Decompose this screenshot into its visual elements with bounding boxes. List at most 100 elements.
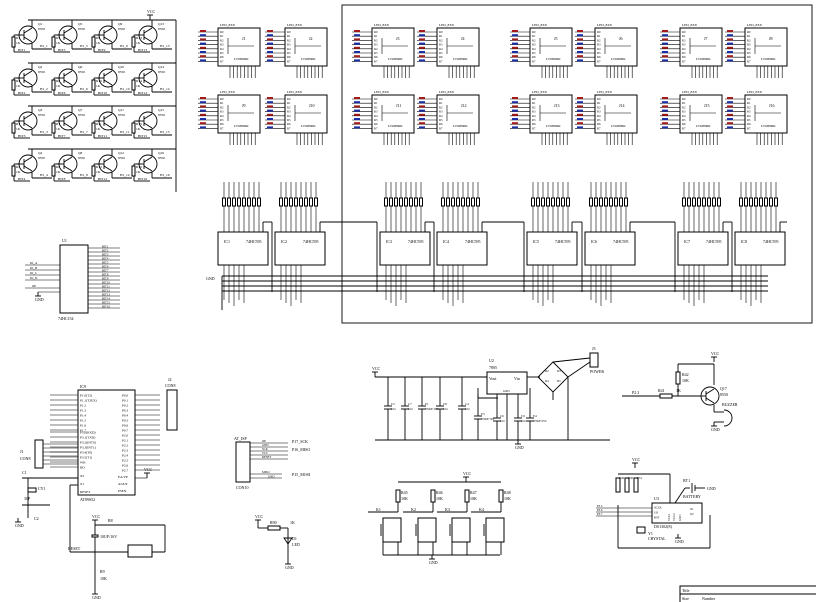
component-body [615,477,621,493]
mcu-right-pin: P2.2 [122,444,128,448]
module-header: LED_8X8 [439,23,454,27]
pin-net-label [354,113,360,116]
component-body [541,197,545,207]
component-body [371,94,415,134]
resistor-ref: R6 [56,79,60,83]
led-res-val: 1K [290,520,295,525]
gnd-symbol-label: GND [285,565,294,570]
resistor-value: 1K [136,84,141,88]
wire [63,122,73,129]
component-body [51,165,56,177]
row-net-label: H1_5 [80,44,88,48]
chip-part: 74HC595 [706,239,722,244]
pin-net-label [662,122,668,125]
isp-signal: SCK [262,447,269,451]
row-net-label: H1_7 [80,130,88,134]
component-body [744,27,788,67]
chip-ref: IC4 [443,239,449,244]
resistor-ref: R1 [16,36,20,40]
module-pin: R4 [439,114,443,118]
component-body [461,197,465,207]
rtc-net: P3.6 [597,508,603,512]
component-body [252,197,256,207]
pin-net-label [354,30,360,32]
component-body [267,525,281,531]
module-pin: R2 [532,38,536,42]
mcu-right-pin: P2.1 [122,439,128,443]
transistor-type: 8550 [118,156,125,160]
mcu-misc-pin: X2 [80,474,84,478]
led-icon [283,537,293,545]
isp-signal: OE [262,439,266,443]
component-body [11,79,16,91]
size-label: Size [682,596,689,601]
component-body [237,197,241,207]
pin-net-label [200,101,206,104]
module-header: LED_8X8 [532,90,547,94]
transistor-type: 8550 [118,27,125,31]
resistor-ref: R2 [16,79,20,83]
cap-value: 470uF/25V [533,419,548,423]
pin-net-label [662,97,668,99]
module-ref: J9 [242,103,246,108]
module-part: LTO88RR [388,57,403,61]
module-pin: R3 [682,43,686,47]
component-body [594,27,638,67]
module-pin: R6 [220,122,224,126]
cap-value: 470uF/16V [425,407,440,411]
rtc-ref: U3 [654,496,659,501]
pin-net-label [267,46,273,49]
module-pin: R3 [682,110,686,114]
pin-net-label [662,30,668,32]
decoder-output: BIT10 [102,281,110,285]
module-pin: R1 [374,34,378,38]
rtc-net: P3.5 [597,504,603,508]
resistor-ref: R3 [16,122,20,126]
module-pin: R2 [747,105,751,109]
chip-part: 74HC595 [246,239,262,244]
row-net-label: H1_4 [40,173,48,177]
row-net-label: H1_15 [160,130,170,134]
component-body [314,197,318,207]
diode-ref: D3 [557,369,561,373]
component-body [279,197,283,207]
component-body [257,197,261,207]
reset-cap: 10UF/16V [100,534,117,539]
component-body [91,165,96,177]
module-pin: R7 [682,59,686,63]
component-body [384,197,388,207]
component-body [166,389,178,431]
module-pin: R0 [287,97,291,101]
bit-net-label: BIT7 [58,134,66,138]
component-body [284,27,328,67]
component-body [744,197,748,207]
rtc-res: R49 [619,476,625,480]
pin-net-label [512,105,518,108]
module-header: LED_8X8 [747,23,762,27]
wire [705,397,715,404]
pin-net-label [512,46,518,49]
row-net-label: H1_13 [160,44,170,48]
decoder-output: BIT3 [102,253,109,257]
transistor-type: 8550 [78,156,85,160]
wire [23,70,33,77]
gnd-net-label: GND [206,276,215,281]
mcu-left-pin: P3.4(T0) [80,451,92,455]
decoder-output: BIT6 [102,265,109,269]
module-pin: R3 [374,43,378,47]
pin-net-label [419,30,425,32]
j2-ref: J2 [168,377,172,382]
reg-pin: Vout [489,376,497,381]
resistor-ref: R8 [56,165,60,169]
mcu-right-pin: P2.0 [122,434,128,438]
pin-net-label [662,126,668,129]
module-pin: R2 [682,105,686,109]
pin-net-label [512,42,518,45]
component-body [399,197,403,207]
pin-net-label [662,105,668,108]
module-pin: R3 [374,110,378,114]
wire [674,487,686,504]
diode-ref: D4 [545,379,549,383]
button-res: R46 [436,490,443,495]
